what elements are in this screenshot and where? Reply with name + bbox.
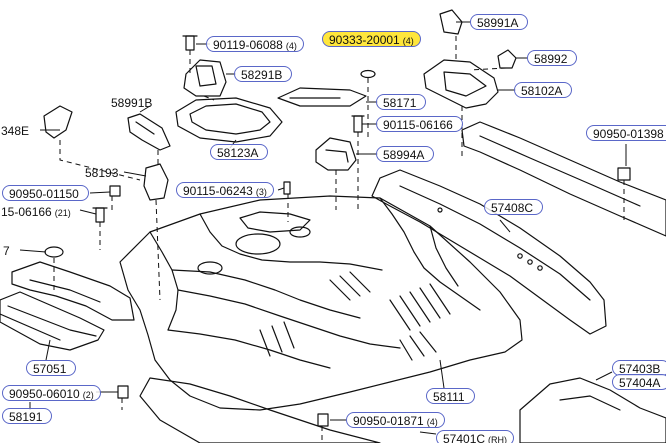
bracket-58992 xyxy=(497,49,517,69)
floor-pan xyxy=(119,195,523,411)
label-90119-06088[interactable]: 90119-06088(4) xyxy=(206,36,304,52)
plate-58123a xyxy=(175,97,283,143)
label-90950-01398[interactable]: 90950-01398 xyxy=(586,125,666,141)
label-57401c[interactable]: 57401C(RH) xyxy=(436,430,515,443)
bracket-58994a xyxy=(315,137,357,171)
label-348e[interactable]: 348E xyxy=(1,124,30,138)
label-58991b[interactable]: 58991B xyxy=(111,96,153,110)
label-58191[interactable]: 58191 xyxy=(2,408,53,424)
bracket-348e xyxy=(43,105,73,139)
bracket-58291b xyxy=(183,59,227,97)
label-57404a[interactable]: 57404A xyxy=(612,374,666,390)
label-58992[interactable]: 58992 xyxy=(527,50,578,66)
label-90115-06243[interactable]: 90115-06243(3) xyxy=(176,182,274,198)
bracket-58193 xyxy=(143,163,169,201)
label-58123a[interactable]: 58123A xyxy=(210,144,269,160)
label-58991a[interactable]: 58991A xyxy=(470,14,529,30)
label-58193[interactable]: 58193 xyxy=(85,166,119,180)
label-58291b[interactable]: 58291B xyxy=(234,66,293,82)
bracket-58991b xyxy=(127,113,171,151)
label-7[interactable]: 7 xyxy=(3,244,10,258)
label-90950-06010[interactable]: 90950-06010(2) xyxy=(2,385,101,401)
label-58994a[interactable]: 58994A xyxy=(376,146,435,162)
label-58102a[interactable]: 58102A xyxy=(514,82,573,98)
label-58111[interactable]: 58111 xyxy=(426,388,475,404)
label-15-06166[interactable]: 15-06166(21) xyxy=(1,205,71,219)
bracket-58991a xyxy=(439,9,463,35)
label-90115-06166[interactable]: 90115-06166 xyxy=(376,116,463,132)
plate-58171 xyxy=(277,87,367,107)
label-90333-20001[interactable]: 90333-20001(4) xyxy=(322,31,421,47)
label-57051[interactable]: 57051 xyxy=(26,360,77,376)
label-57408c[interactable]: 57408C xyxy=(484,199,544,215)
label-90950-01150[interactable]: 90950-01150 xyxy=(2,185,89,201)
label-58171[interactable]: 58171 xyxy=(376,94,427,110)
label-90950-01871[interactable]: 90950-01871(4) xyxy=(346,412,445,428)
bracket-58102a xyxy=(423,59,499,109)
